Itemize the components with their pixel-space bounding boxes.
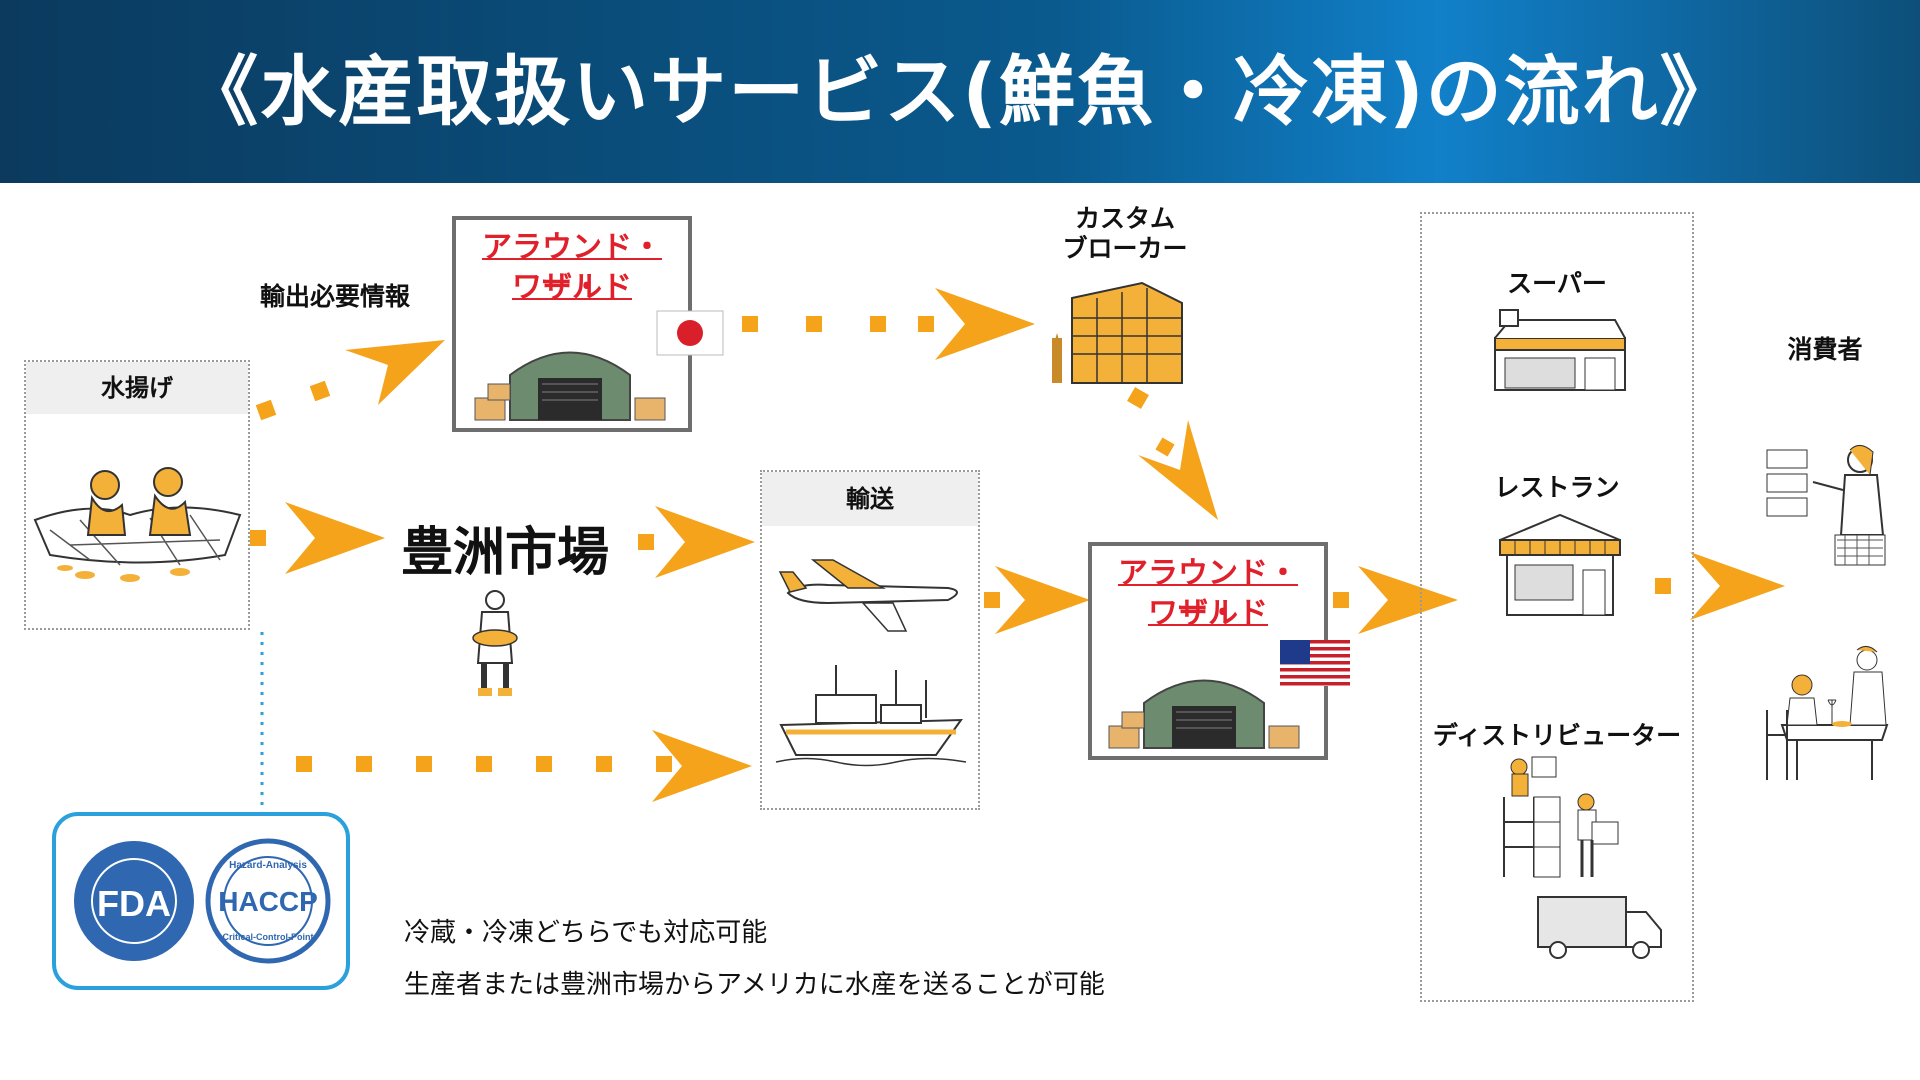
customs-broker-label: カスタム ブローカー — [1040, 204, 1210, 264]
fda-abbr: FDA — [97, 883, 171, 924]
header-banner — [0, 0, 1920, 183]
arrow-transport-to-warehouse-us — [984, 566, 1090, 634]
japan-flag-icon — [656, 310, 724, 356]
distributor-label: ディストリビューター — [1432, 721, 1682, 750]
arrow-warehouse-jp-to-broker — [742, 288, 1035, 360]
page-title: 《水産取扱いサービス(鮮魚・冷凍)の流れ》 — [182, 47, 1738, 136]
fishermen-icon — [33, 467, 242, 582]
restaurant-label: レストラン — [1494, 473, 1620, 502]
landing-box — [24, 360, 250, 630]
warehouse-jp-icon — [474, 351, 666, 421]
arrow-landing-to-warehouse-jp — [255, 340, 445, 421]
export-info-label: 輸出必要情報 — [259, 282, 410, 311]
note-line-1: 冷蔵・冷凍どちらでも対応可能 — [404, 918, 768, 948]
arrow-warehouse-us-to-retail — [1333, 566, 1458, 634]
retail-channels-box — [1420, 212, 1694, 1002]
warehouse-jp-title-line1: アラウンド・ザ・ — [482, 230, 662, 305]
supermarket-label: スーパー — [1507, 269, 1607, 298]
landing-label: 水揚げ — [26, 362, 248, 414]
haccp-top-text: Hazard-Analysis — [229, 860, 307, 871]
consumer-label: 消費者 — [1787, 335, 1863, 364]
restaurant-icon — [1499, 513, 1621, 616]
shopper-icon — [1766, 445, 1886, 566]
arrow-retail-to-consumer — [1655, 552, 1785, 620]
fishmonger-icon — [472, 590, 518, 696]
fda-seal-icon: FDA — [74, 841, 194, 961]
distributor-workers-icon — [1503, 756, 1619, 878]
supermarket-icon — [1494, 309, 1626, 391]
office-building-icon — [1052, 281, 1183, 384]
airplane-icon — [778, 559, 958, 632]
arrow-landing-to-toyosu — [250, 502, 385, 574]
warehouse-us-title-line1: アラウンド・ザ・ — [1118, 556, 1298, 631]
us-flag-icon — [1280, 640, 1350, 686]
arrow-landing-to-transport-bottom — [296, 730, 752, 802]
ship-icon — [775, 665, 967, 767]
arrow-toyosu-to-transport — [638, 506, 755, 578]
arrow-broker-to-warehouse-us — [1127, 387, 1218, 520]
haccp-bottom-text: Critical-Control-Point — [223, 932, 314, 942]
transport-label: 輸送 — [762, 472, 978, 526]
customs-broker-line1: カスタム — [1074, 204, 1175, 233]
warehouse-us-title-line2: ワールド — [1148, 596, 1268, 631]
haccp-abbr: HACCP — [218, 886, 318, 917]
dining-couple-icon — [1766, 646, 1889, 780]
warehouse-us-icon — [1108, 679, 1300, 749]
transport-box — [760, 470, 980, 810]
note-line-2: 生産者または豊洲市場からアメリカに水産を送ることが可能 — [404, 970, 1105, 1000]
delivery-truck-icon — [1537, 896, 1662, 959]
toyosu-market-label: 豊洲市場 — [400, 523, 609, 583]
customs-broker-line2: ブローカー — [1062, 234, 1188, 263]
haccp-seal-icon: Hazard-Analysis HACCP Critical-Control-P… — [205, 838, 331, 964]
warehouse-jp-title-line2: ワールド — [512, 270, 632, 305]
